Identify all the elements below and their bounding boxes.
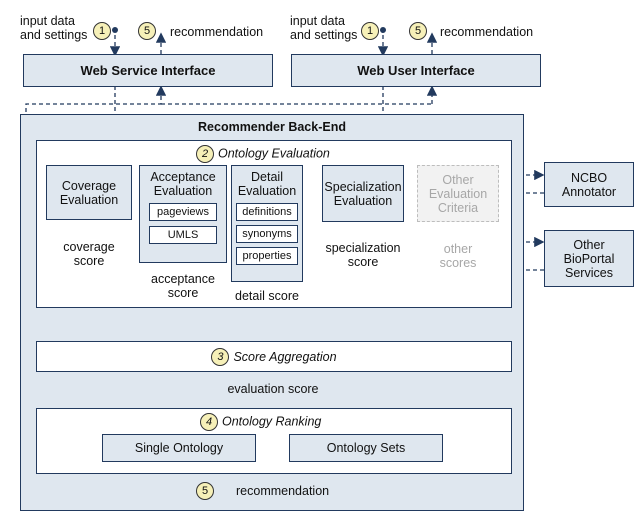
umls-item: UMLS bbox=[149, 226, 217, 244]
input-label-right: input data and settings bbox=[290, 14, 358, 42]
web-service-interface: Web Service Interface bbox=[23, 54, 273, 87]
web-user-interface: Web User Interface bbox=[291, 54, 541, 87]
coverage-evaluation: Coverage Evaluation bbox=[46, 165, 132, 220]
acceptance-score: acceptance score bbox=[140, 272, 226, 300]
other-evaluation-criteria: Other Evaluation Criteria bbox=[417, 165, 499, 222]
step-badge: 5 bbox=[138, 22, 160, 40]
backend-recommendation: recommendation bbox=[236, 484, 330, 498]
evaluation-score: evaluation score bbox=[227, 382, 319, 396]
detail-score: detail score bbox=[228, 289, 306, 303]
recommendation-label-right: recommendation bbox=[440, 25, 534, 39]
specialization-score: specialization score bbox=[320, 241, 406, 269]
detail-evaluation: Detail Evaluation definitions synonyms p… bbox=[231, 165, 303, 282]
properties-item: properties bbox=[236, 247, 298, 265]
pageviews-item: pageviews bbox=[149, 203, 217, 221]
step-badge: 1 bbox=[361, 22, 383, 40]
single-ontology: Single Ontology bbox=[102, 434, 256, 462]
definitions-item: definitions bbox=[236, 203, 298, 221]
input-label-left: input data and settings bbox=[20, 14, 88, 42]
synonyms-item: synonyms bbox=[236, 225, 298, 243]
step-badge: 5 bbox=[409, 22, 431, 40]
specialization-evaluation: Specialization Evaluation bbox=[322, 165, 404, 222]
other-scores: other scores bbox=[430, 242, 486, 270]
other-bioportal-services: Other BioPortal Services bbox=[544, 230, 634, 287]
step-badge: 1 bbox=[93, 22, 115, 40]
ontology-sets: Ontology Sets bbox=[289, 434, 443, 462]
coverage-score: coverage score bbox=[56, 240, 122, 268]
backend-title: Recommender Back-End bbox=[198, 120, 346, 134]
ncbo-annotator: NCBO Annotator bbox=[544, 162, 634, 207]
acceptance-evaluation: Acceptance Evaluation pageviews UMLS bbox=[139, 165, 227, 263]
step-badge: 5 bbox=[196, 482, 218, 500]
recommendation-label-left: recommendation bbox=[170, 25, 264, 39]
